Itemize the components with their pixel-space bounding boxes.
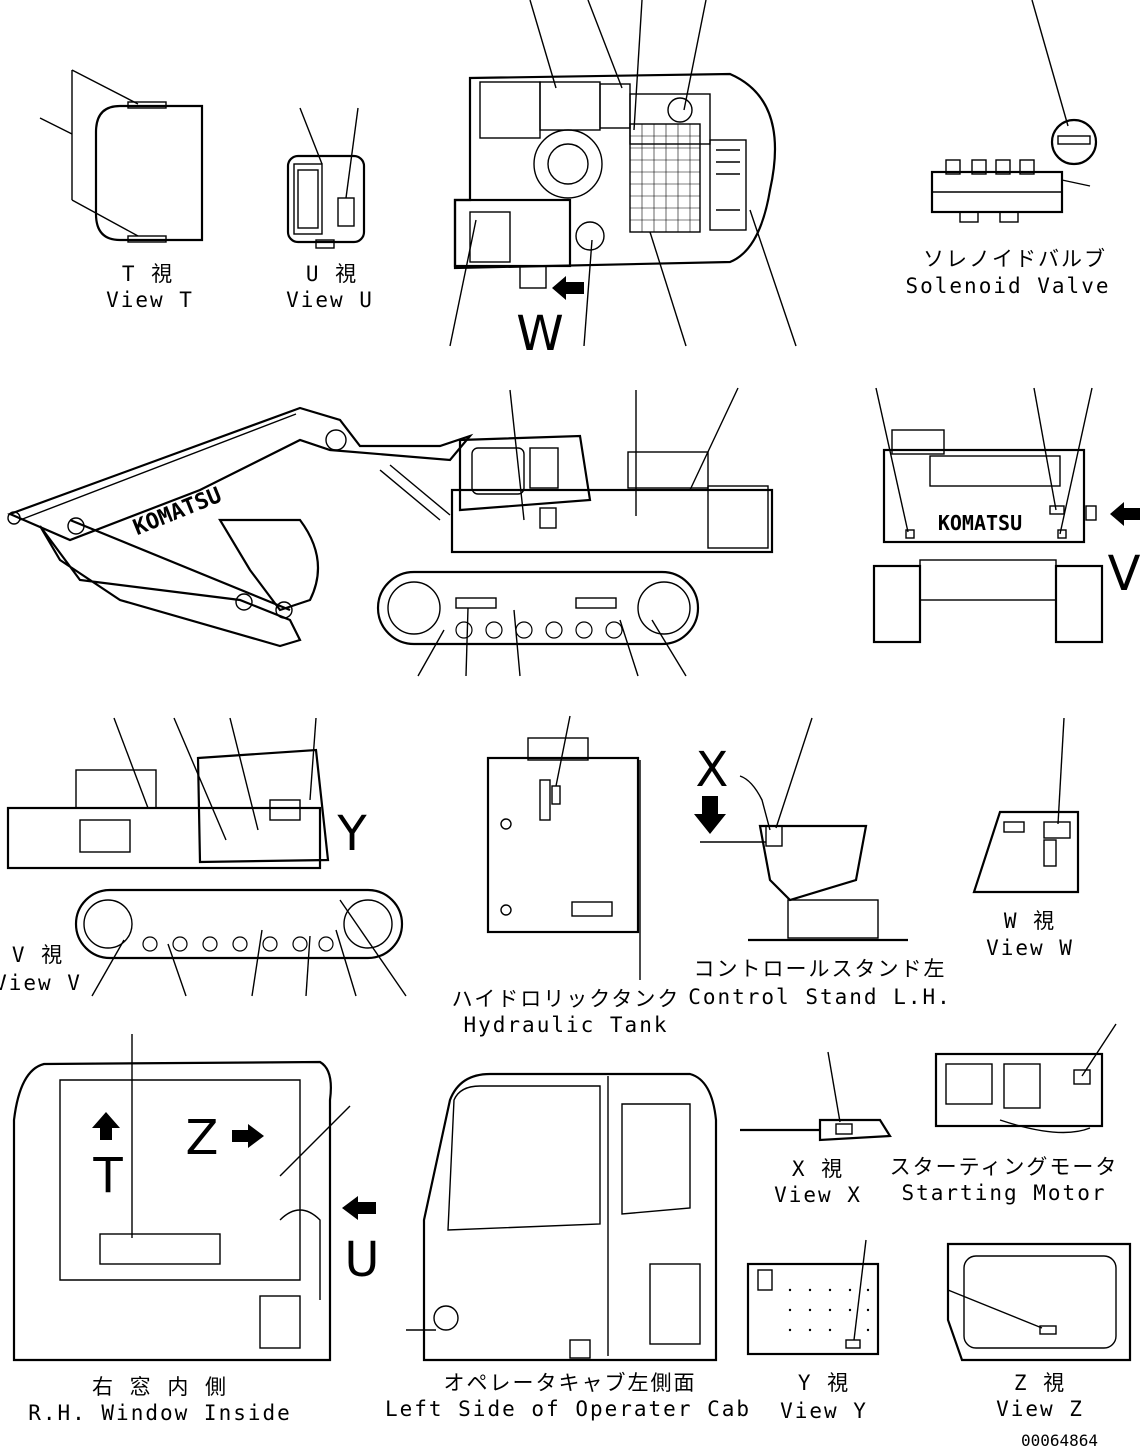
view-arrow-z: Z [186,1110,219,1166]
control-stand-jp: コントロールスタンド左 [694,957,947,981]
view-z-drawing [946,1242,1132,1362]
view-v-en: View V [0,971,82,995]
view-arrow-t: T [92,1148,123,1204]
view-arrow-w: W [516,306,563,362]
starting-motor-drawing [934,1023,1117,1134]
brand-rear-text: KOMATSU [938,511,1022,535]
rh-window-en: R.H. Window Inside [28,1401,292,1425]
control-stand-drawing [694,717,908,942]
view-x-en: View X [774,1183,862,1207]
view-w-jp: W 視 [1004,909,1056,933]
view-x-jp: X 視 [792,1157,844,1181]
view-v-jp: V 視 [12,943,64,967]
cab-left-en: Left Side of Operater Cab [385,1397,751,1421]
machine-top-view [449,0,797,347]
view-y-drawing [746,1239,880,1356]
view-t-jp: T 視 [122,262,174,286]
view-z-jp: Z 視 [1014,1371,1066,1395]
cab-left-jp: オペレータキャブ左側面 [444,1371,697,1395]
control-stand-en: Control Stand L.H. [688,985,952,1009]
view-x-drawing [740,1051,892,1142]
machine-rear-view [872,387,1140,644]
view-w-en: View W [986,936,1074,960]
view-y-jp: Y 視 [798,1371,850,1395]
view-arrow-v: V [1108,546,1141,602]
cab-left-side-drawing [406,1072,718,1362]
hydraulic-tank-jp: ハイドロリックタンク [452,987,681,1011]
hydraulic-tank-en: Hydraulic Tank [463,1013,668,1037]
view-v-drawing [6,717,407,997]
solenoid-valve-en: Solenoid Valve [905,274,1110,298]
view-z-en: View Z [996,1397,1084,1421]
brand-boom-text: KOMATSU [130,483,225,541]
hydraulic-tank-drawing [486,715,641,980]
view-u-en: View U [286,288,374,312]
view-t-en: View T [106,288,194,312]
drawing-number: 00064864 [1021,1431,1098,1449]
view-u-jp: U 視 [306,262,358,286]
starting-motor-en: Starting Motor [901,1181,1106,1205]
rh-window-jp: 右 窓 内 側 [92,1375,228,1399]
view-arrow-y: Y [336,806,367,862]
view-y-en: View Y [780,1399,868,1423]
view-arrow-x: X [696,742,729,798]
view-t-drawing [39,69,204,243]
starting-motor-jp: スターティングモータ [890,1155,1119,1179]
view-arrow-u: U [344,1232,379,1288]
view-w-drawing [972,717,1080,894]
rh-window-drawing [12,1034,376,1362]
view-u-drawing [286,107,366,249]
solenoid-valve-jp: ソレノイドバルブ [923,247,1107,271]
excavator-side-view [7,387,774,677]
solenoid-valve-drawing [930,0,1098,223]
